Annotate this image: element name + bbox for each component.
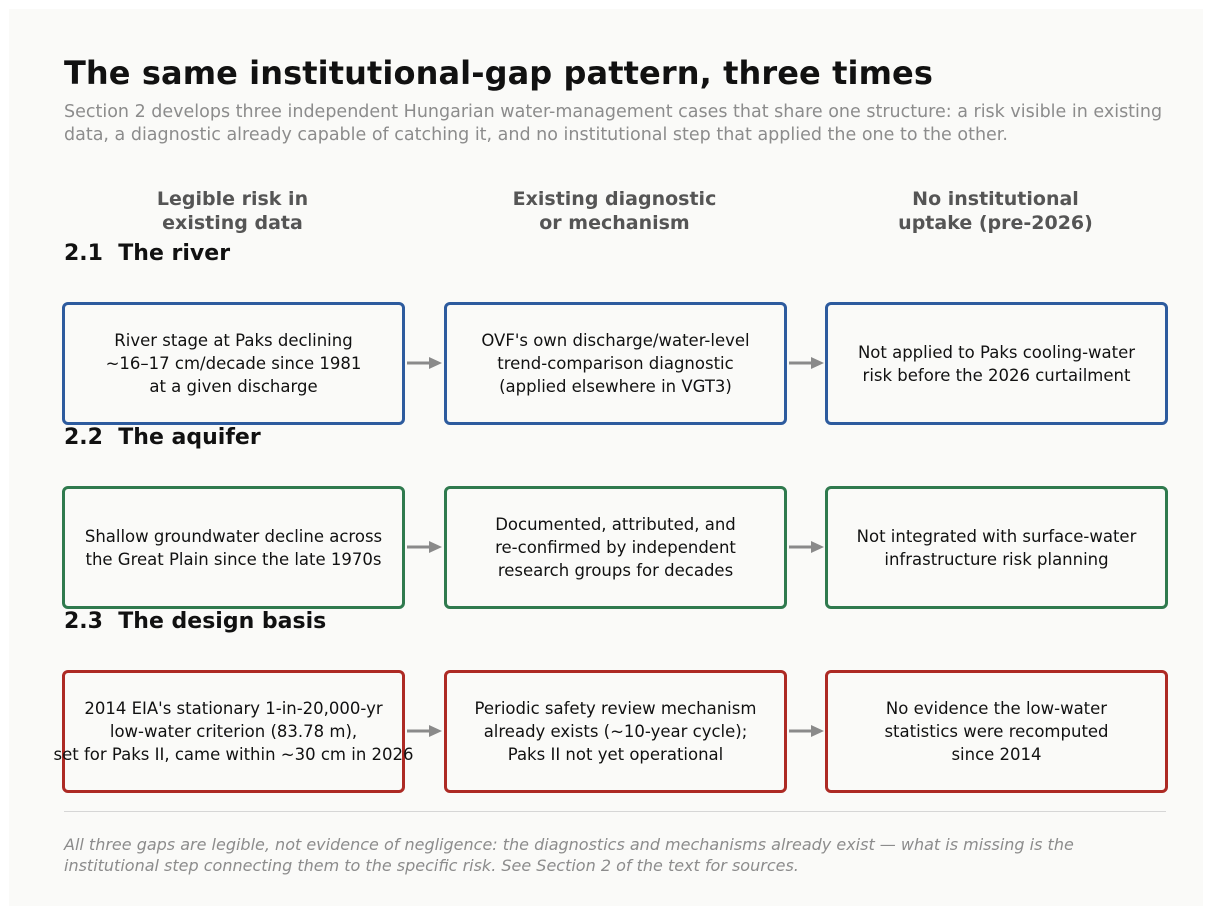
case-1-box-2: OVF's own discharge/water-level trend-com… [444, 302, 787, 425]
box-text-line: OVF's own discharge/water-level [481, 331, 750, 350]
case-3-box-3: No evidence the low-water statistics were… [825, 670, 1168, 793]
box-text-line: River stage at Paks declining [114, 331, 353, 350]
case-2-box-3: Not integrated with surface-water infrast… [825, 486, 1168, 609]
section-label-3: 2.3 The design basis [64, 609, 327, 634]
box-text-line: already exists (~10-year cycle); [483, 722, 748, 741]
case-3-box-1: 2014 EIA's stationary 1-in-20,000-yr low-… [54, 670, 414, 793]
box-text: Documented, attributed, and re-confirmed … [495, 513, 736, 582]
box-text: Not applied to Paks cooling-water risk be… [858, 341, 1135, 387]
column-header-line: uptake (pre-2026) [898, 212, 1093, 234]
box-text: OVF's own discharge/water-level trend-com… [481, 329, 749, 398]
box-text-line: set for Paks II, came within ~30 cm in 2… [53, 745, 414, 764]
box-text-line: Paks II not yet operational [507, 745, 724, 764]
section-label-1: 2.1 The river [64, 241, 231, 266]
box-text-line: Not integrated with surface-water [856, 526, 1137, 546]
box-text-line: Documented, attributed, and [495, 515, 736, 534]
section-label-2: 2.2 The aquifer [64, 425, 261, 450]
box-text: 2014 EIA's stationary 1-in-20,000-yr low-… [54, 697, 414, 766]
arrow-right-icon [407, 541, 442, 553]
box-text: No evidence the low-water statistics were… [884, 697, 1108, 766]
arrow-right-icon [789, 725, 824, 737]
box-text-line: re-confirmed by independent [495, 538, 736, 557]
column-header-line: Existing diagnostic [512, 188, 717, 210]
box-text-line: research groups for decades [497, 561, 734, 580]
box-text-line: at a given discharge [149, 377, 318, 396]
box-text-line: low-water criterion (83.78 m), [109, 722, 358, 741]
arrow-right-icon [789, 541, 824, 553]
page-subtitle: Section 2 develops three independent Hun… [64, 102, 1163, 145]
box-text-line: statistics were recomputed [884, 722, 1109, 741]
box-text-line: (applied elsewhere in VGT3) [499, 377, 732, 396]
box-text-line: ~16–17 cm/decade since 1981 [105, 354, 362, 373]
case-2-box-2: Documented, attributed, and re-confirmed … [444, 486, 787, 609]
box-text-line: Not applied to Paks cooling-water [857, 342, 1136, 362]
divider [64, 811, 1166, 812]
box-text-line: 2014 EIA's stationary 1-in-20,000-yr [84, 699, 383, 718]
box-text-line: Shallow groundwater decline across [84, 526, 383, 546]
footnote: All three gaps are legible, not evidence… [64, 835, 1074, 875]
arrow-right-icon [407, 725, 442, 737]
box-text: Shallow groundwater decline across the Gr… [85, 525, 382, 571]
box-text-line: Periodic safety review mechanism [474, 699, 757, 718]
box-text: River stage at Paks declining ~16–17 cm/d… [106, 329, 362, 398]
box-text-line: the Great Plain since the late 1970s [85, 549, 382, 569]
case-1-box-1: River stage at Paks declining ~16–17 cm/d… [62, 302, 405, 425]
box-text: Not integrated with surface-water infrast… [857, 525, 1137, 571]
case-1-box-3: Not applied to Paks cooling-water risk be… [825, 302, 1168, 425]
box-text: Periodic safety review mechanism already … [475, 697, 757, 766]
box-text-line: since 2014 [951, 745, 1042, 764]
box-text-line: infrastructure risk planning [884, 549, 1109, 569]
column-header-line: Legible risk in [156, 188, 309, 210]
column-header-line: No institutional [912, 188, 1079, 210]
arrow-right-icon [789, 357, 824, 369]
arrow-right-icon [407, 357, 442, 369]
box-text-line: risk before the 2026 curtailment [862, 365, 1131, 385]
page-title: The same institutional-gap pattern, thre… [64, 54, 933, 92]
box-text-line: No evidence the low-water [885, 699, 1108, 718]
case-3-box-2: Periodic safety review mechanism already … [444, 670, 787, 793]
column-header-line: existing data [162, 212, 303, 234]
column-header-line: or mechanism [539, 212, 690, 234]
box-text-line: trend-comparison diagnostic [497, 354, 734, 373]
case-2-box-1: Shallow groundwater decline across the Gr… [62, 486, 405, 609]
